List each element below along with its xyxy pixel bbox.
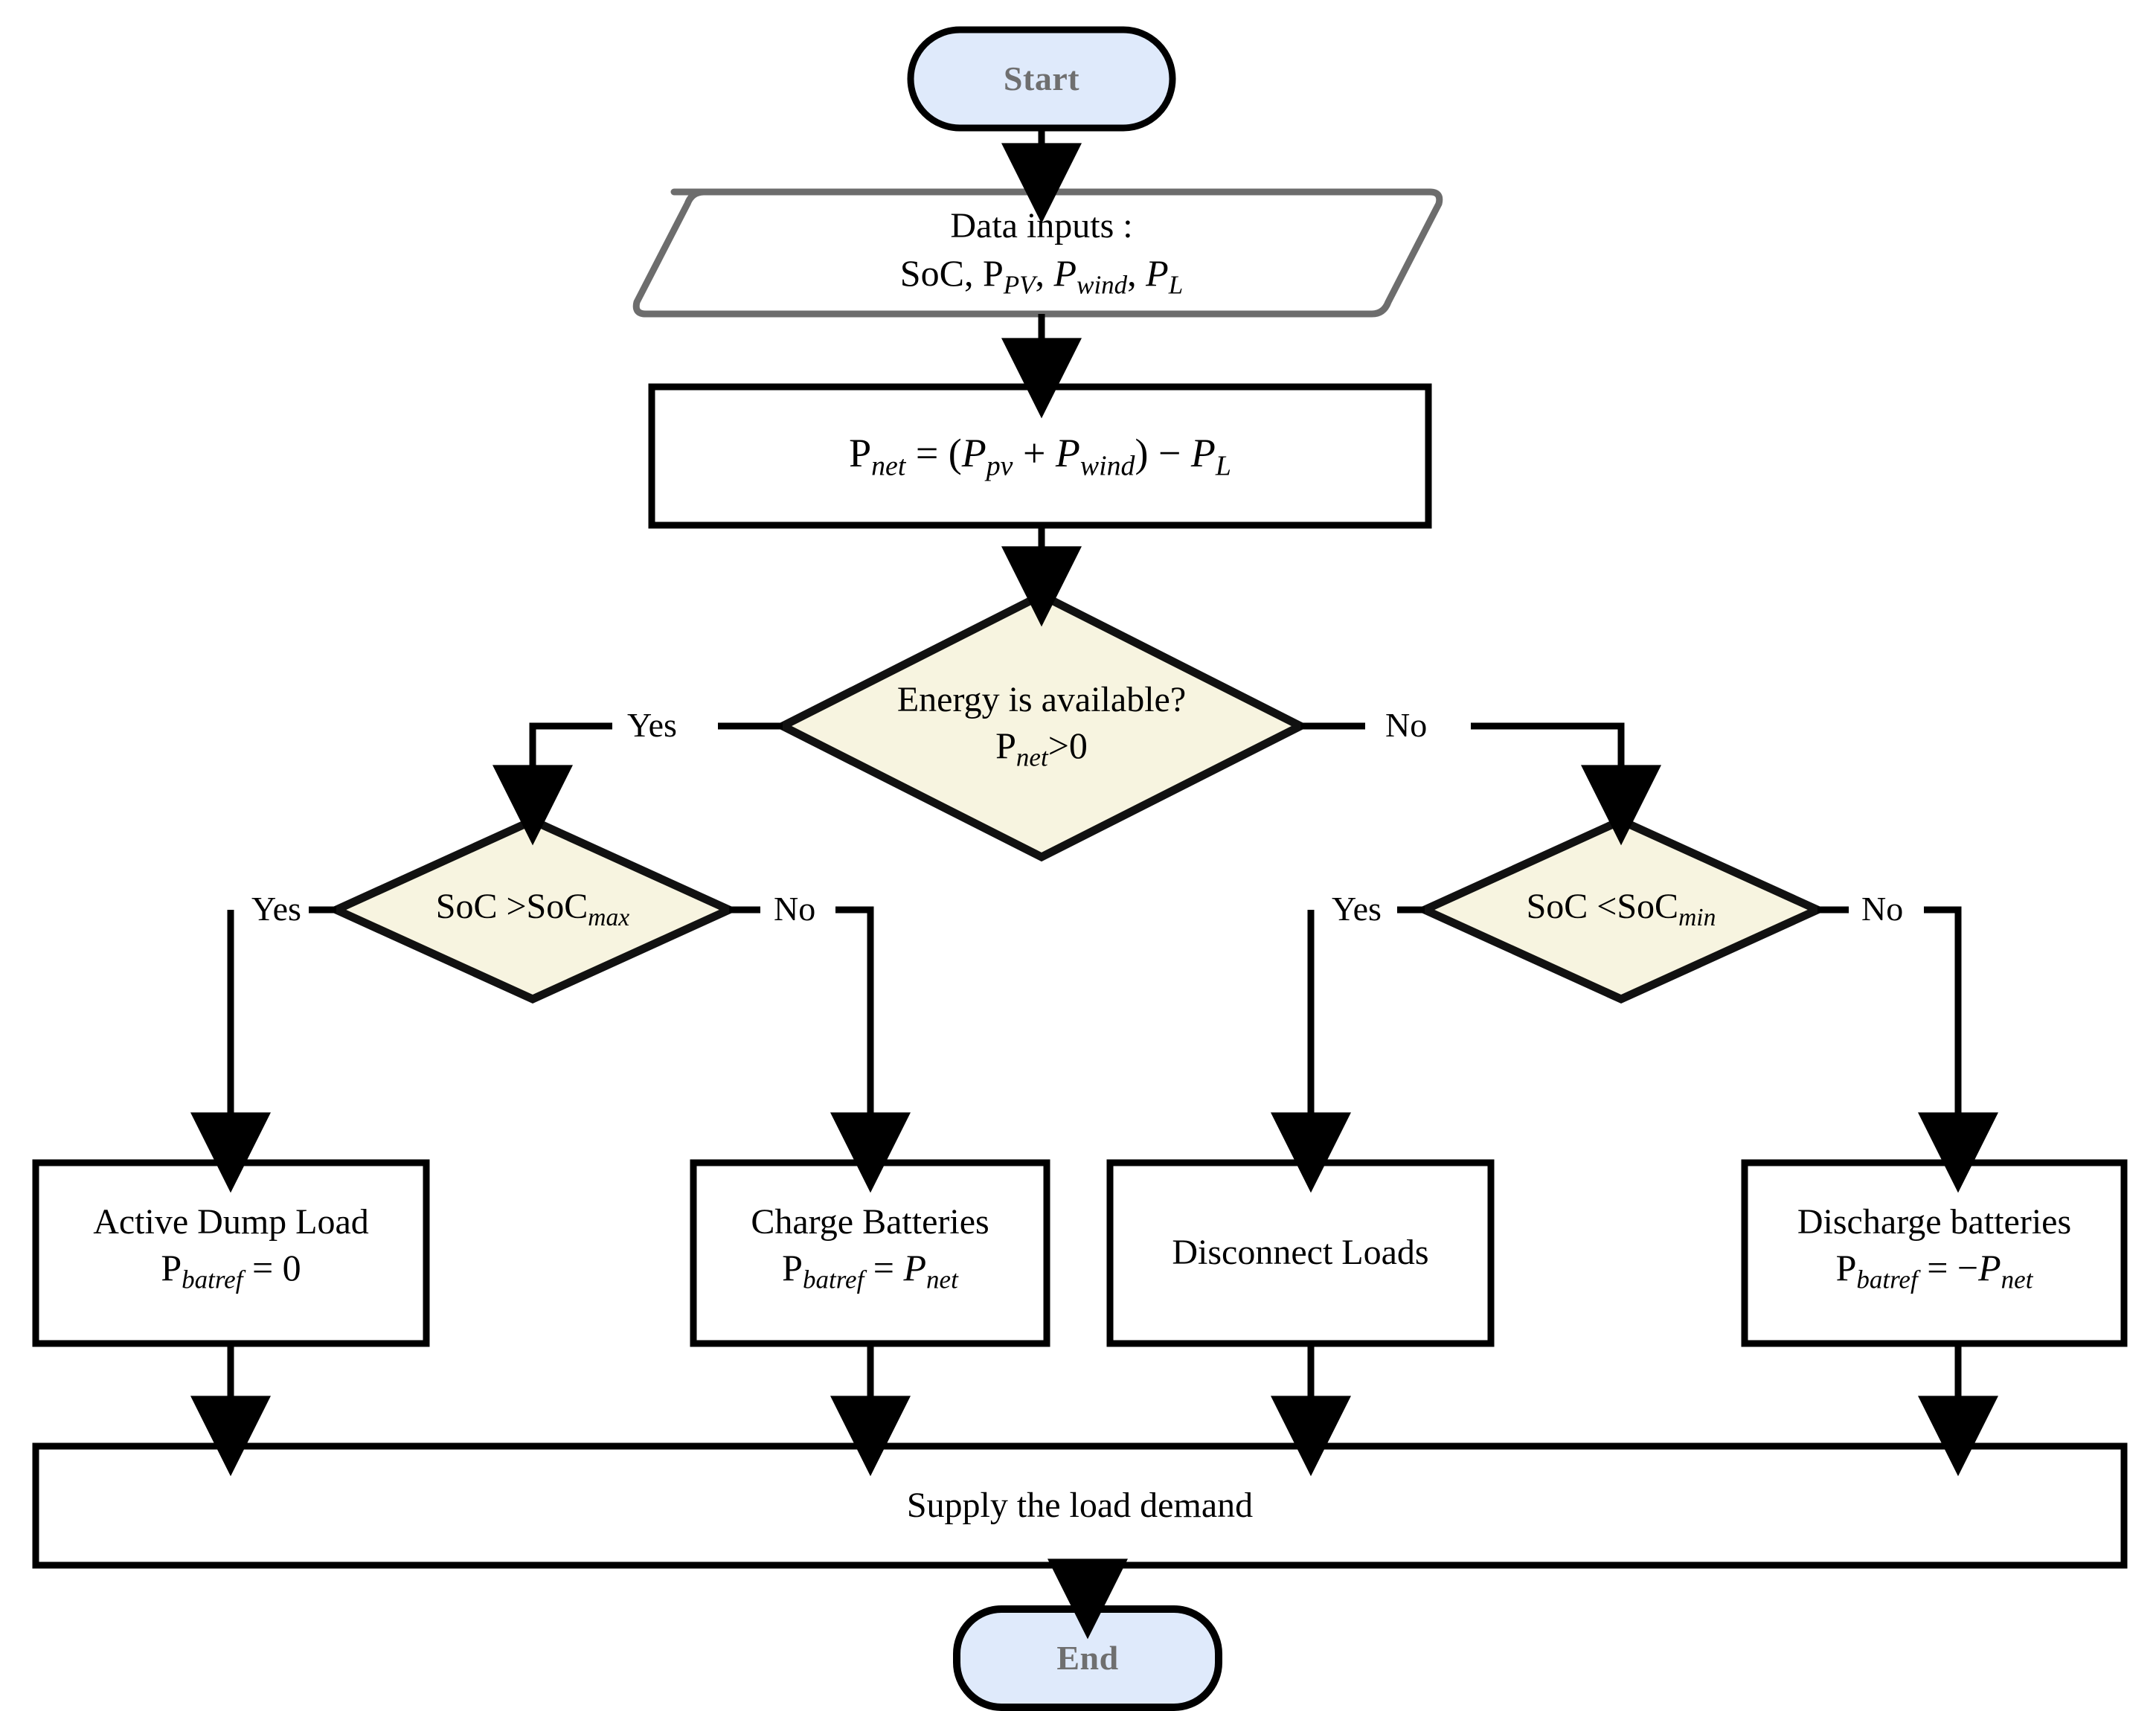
decision-soc-max-node-shape[interactable] — [326, 815, 739, 1004]
pnet-equation-node-shape[interactable] — [648, 383, 1432, 529]
edge-soc-min-no-segment-b — [1918, 906, 1998, 1193]
branch-label-energy-no: No — [1385, 706, 1428, 744]
edge-soc-max-no-segment-b — [830, 906, 911, 1193]
branch-label-soc-min-no: No — [1861, 890, 1904, 928]
branch-label-soc-max-no: No — [774, 890, 816, 928]
branch-label-energy-yes: Yes — [627, 706, 677, 744]
end-node-shape[interactable] — [953, 1605, 1222, 1711]
action-disconnect-node-shape[interactable] — [1106, 1159, 1495, 1347]
action-dump-load-node-shape[interactable] — [32, 1159, 430, 1347]
data-inputs-node-shape[interactable] — [632, 188, 1443, 318]
action-charge-node-shape[interactable] — [690, 1159, 1050, 1347]
branch-label-soc-min-yes: Yes — [1332, 890, 1382, 928]
edge-energy-yes-segment-b — [493, 722, 612, 846]
start-node-shape[interactable] — [907, 26, 1176, 132]
edge-energy-no-segment-b — [1471, 722, 1661, 846]
decision-energy-node-shape[interactable] — [773, 590, 1310, 862]
supply-bar-node-shape[interactable] — [32, 1442, 2128, 1569]
branch-label-soc-max-yes: Yes — [251, 890, 301, 928]
action-discharge-node-shape[interactable] — [1741, 1159, 2128, 1347]
decision-soc-min-node-shape[interactable] — [1414, 815, 1828, 1004]
